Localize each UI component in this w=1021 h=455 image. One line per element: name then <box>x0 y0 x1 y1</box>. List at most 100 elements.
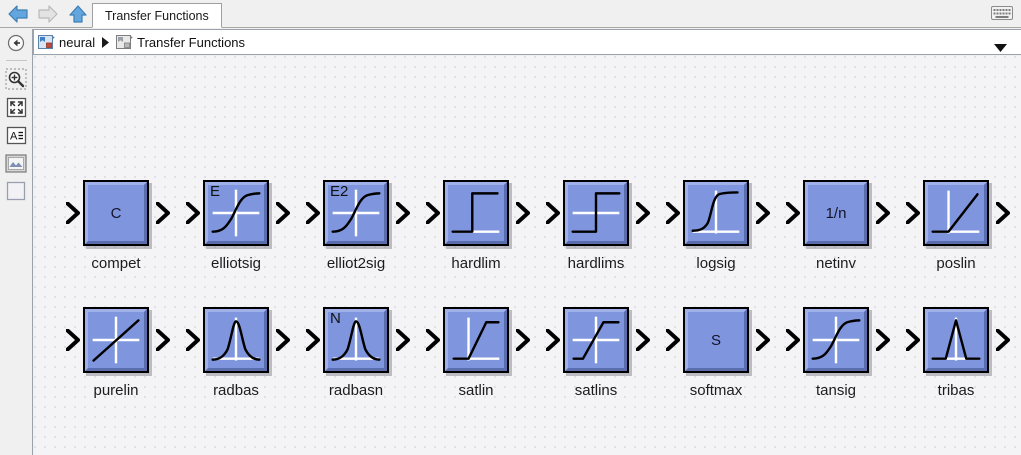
block-curve-tansig <box>811 316 861 364</box>
sidebar-item-show-image[interactable] <box>0 149 33 177</box>
block-graphic-hardlim[interactable] <box>416 174 536 252</box>
block-body[interactable]: 1/n <box>803 180 869 246</box>
keyboard-icon[interactable] <box>991 6 1013 25</box>
up-button[interactable] <box>64 0 92 27</box>
library-block-purelin[interactable]: purelin <box>56 301 176 399</box>
block-body[interactable] <box>923 180 989 246</box>
input-port-icon <box>905 328 920 352</box>
block-graphic-satlins[interactable] <box>536 301 656 379</box>
library-block-poslin[interactable]: poslin <box>896 174 1016 272</box>
block-graphic-compet[interactable]: C <box>56 174 176 252</box>
image-icon <box>5 153 27 173</box>
block-graphic-elliotsig[interactable]: E <box>176 174 296 252</box>
input-port-icon <box>785 328 800 352</box>
block-label: logsig <box>696 255 736 272</box>
library-block-tansig[interactable]: tansig <box>776 301 896 399</box>
library-block-tribas[interactable]: tribas <box>896 301 1016 399</box>
block-face <box>925 309 987 371</box>
input-port-icon <box>425 328 440 352</box>
top-toolbar: Transfer Functions <box>0 0 1021 28</box>
sidebar-item-blank[interactable] <box>0 177 33 205</box>
svg-text:A: A <box>10 130 18 142</box>
sidebar-item-back[interactable] <box>0 29 33 57</box>
block-graphic-radbasn[interactable]: N <box>296 301 416 379</box>
block-glyph: 1/n <box>825 204 847 222</box>
block-label: tribas <box>937 382 975 399</box>
block-body[interactable] <box>803 307 869 373</box>
breadcrumb-item-neural[interactable]: neural <box>38 34 95 50</box>
block-body[interactable]: S <box>683 307 749 373</box>
block-body[interactable]: N <box>323 307 389 373</box>
block-graphic-softmax[interactable]: S <box>656 301 776 379</box>
block-graphic-poslin[interactable] <box>896 174 1016 252</box>
block-label: tansig <box>815 382 857 399</box>
breadcrumb-item-transfer-functions[interactable]: Transfer Functions <box>116 34 245 50</box>
sidebar-item-zoom-in[interactable] <box>0 65 33 93</box>
block-graphic-tansig[interactable] <box>776 301 896 379</box>
block-label: poslin <box>936 255 976 272</box>
forward-arrow-icon <box>38 4 58 23</box>
block-corner-label: E2 <box>330 183 349 200</box>
block-graphic-purelin[interactable] <box>56 301 176 379</box>
library-block-hardlims[interactable]: hardlims <box>536 174 656 272</box>
navigation-buttons <box>4 0 92 27</box>
block-body[interactable] <box>563 307 629 373</box>
input-port-icon <box>65 328 80 352</box>
library-block-satlin[interactable]: satlin <box>416 301 536 399</box>
block-label: satlins <box>574 382 618 399</box>
block-graphic-netinv[interactable]: 1/n <box>776 174 896 252</box>
output-port-icon <box>155 328 170 352</box>
block-face: N <box>325 309 387 371</box>
block-body[interactable] <box>83 307 149 373</box>
block-body[interactable]: E <box>203 180 269 246</box>
block-graphic-elliot2sig[interactable]: E2 <box>296 174 416 252</box>
block-body[interactable] <box>923 307 989 373</box>
forward-button[interactable] <box>34 0 62 27</box>
up-arrow-icon <box>69 4 87 23</box>
block-glyph: C <box>110 204 122 222</box>
tab-transfer-functions[interactable]: Transfer Functions <box>92 3 222 28</box>
block-body[interactable] <box>443 180 509 246</box>
output-port-icon <box>635 201 650 225</box>
library-block-hardlim[interactable]: hardlim <box>416 174 536 272</box>
input-port-icon <box>65 201 80 225</box>
block-body[interactable] <box>203 307 269 373</box>
block-graphic-hardlims[interactable] <box>536 174 656 252</box>
output-port-icon <box>515 201 530 225</box>
input-port-icon <box>305 201 320 225</box>
block-body[interactable]: E2 <box>323 180 389 246</box>
block-face: 1/n <box>805 182 867 244</box>
block-body[interactable] <box>443 307 509 373</box>
block-label: radbas <box>213 382 259 399</box>
sidebar-item-fit-to-view[interactable] <box>0 93 33 121</box>
block-body[interactable]: C <box>83 180 149 246</box>
library-block-logsig[interactable]: logsig <box>656 174 776 272</box>
sidebar-item-show-text[interactable]: A <box>0 121 33 149</box>
block-graphic-radbas[interactable] <box>176 301 296 379</box>
library-block-radbas[interactable]: radbas <box>176 301 296 399</box>
block-glyph: S <box>710 331 721 349</box>
block-graphic-satlin[interactable] <box>416 301 536 379</box>
output-port-icon <box>155 201 170 225</box>
block-body[interactable] <box>683 180 749 246</box>
breadcrumb-dropdown-button[interactable] <box>994 39 1007 57</box>
output-port-icon <box>995 201 1010 225</box>
block-graphic-logsig[interactable] <box>656 174 776 252</box>
output-port-icon <box>635 328 650 352</box>
back-button[interactable] <box>4 0 32 27</box>
output-port-icon <box>755 328 770 352</box>
block-body[interactable] <box>563 180 629 246</box>
block-label: radbasn <box>328 382 384 399</box>
breadcrumb-label-neural: neural <box>59 34 96 50</box>
block-face <box>85 309 147 371</box>
library-block-satlins[interactable]: satlins <box>536 301 656 399</box>
block-graphic-tribas[interactable] <box>896 301 1016 379</box>
